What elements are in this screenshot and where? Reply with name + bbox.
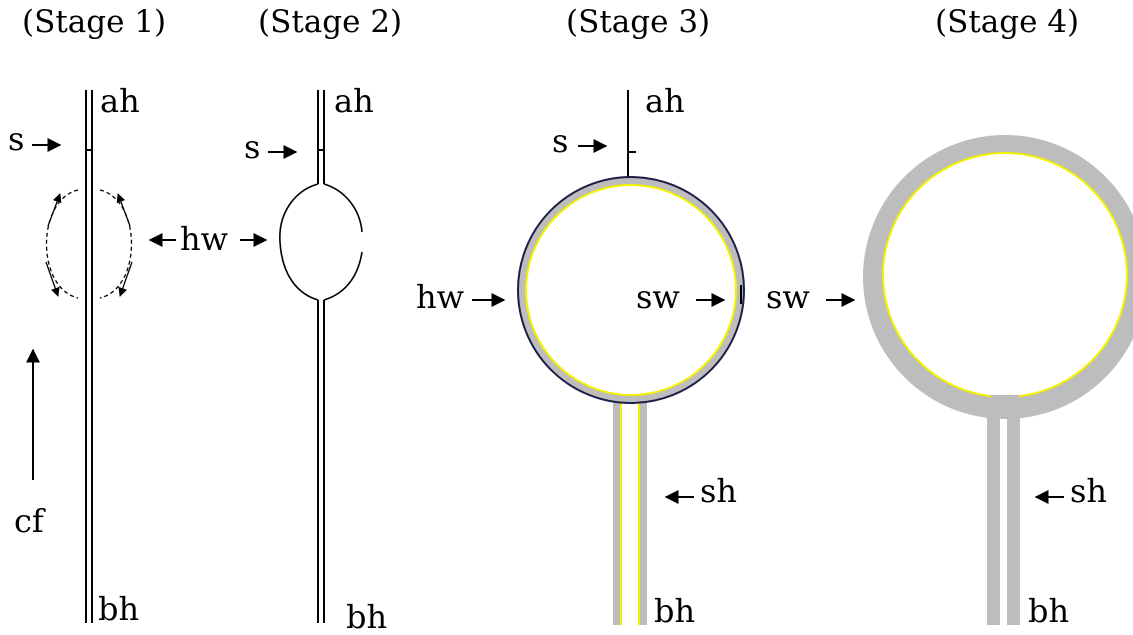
stage-4-cell-lumen xyxy=(884,154,1126,396)
stage-3-stalk-lumen xyxy=(622,388,638,625)
stage-1-flow-arrow-down-left xyxy=(45,261,60,297)
stage-1-flow-arrow-up-right xyxy=(116,193,131,227)
stage-3-label-ah: ah xyxy=(645,82,685,120)
stage-4-cell-cusp xyxy=(990,395,1020,414)
stage-2: ah s bh xyxy=(244,82,387,635)
stage-2-label-bh: bh xyxy=(346,598,387,635)
stage-3-title: (Stage 3) xyxy=(566,4,710,40)
stage-4-stalk-right xyxy=(1007,415,1020,625)
stage-3-label-s: s xyxy=(552,122,568,160)
stage-2-label-s: s xyxy=(244,128,260,166)
stage-2-title: (Stage 2) xyxy=(258,4,402,40)
label-hw-shared: hw xyxy=(180,220,228,258)
stage-1-label-bh: bh xyxy=(98,590,139,628)
stage-1-label-ah: ah xyxy=(100,82,140,120)
stage-3-cell-lumen xyxy=(527,186,735,394)
stage-4-label-sw: sw xyxy=(766,278,810,316)
stage-1-title: (Stage 1) xyxy=(22,4,166,40)
stage-1: ah s cf bh xyxy=(8,82,176,628)
stage-4-label-sh: sh xyxy=(1070,472,1107,510)
stage-2-swelling-wall xyxy=(279,183,363,301)
stage-3-label-hw: hw xyxy=(416,278,464,316)
stage-1-flow-left-loop xyxy=(45,189,79,299)
stage-4-title: (Stage 4) xyxy=(935,4,1079,40)
stage-1-flow-arrow-up-left xyxy=(47,193,62,227)
stage-1-label-cf: cf xyxy=(14,502,46,540)
stage-3-label-sh: sh xyxy=(700,472,737,510)
stage-3-label-sw: sw xyxy=(636,278,680,316)
stage-2-label-ah: ah xyxy=(334,82,374,120)
stage-3: ah s hw sw sh bh xyxy=(416,82,745,630)
stage-4-label-bh: bh xyxy=(1028,592,1069,630)
stage-1-label-s: s xyxy=(8,120,24,158)
stage-1-flow-right-loop xyxy=(99,189,133,299)
stage-4-stalk-left xyxy=(987,415,1000,625)
stage-3-label-bh: bh xyxy=(654,592,695,630)
stage-4: sw sh bh xyxy=(766,135,1133,630)
stage-3-cell-neck xyxy=(622,380,638,394)
stage-1-flow-arrow-down-right xyxy=(118,261,133,297)
